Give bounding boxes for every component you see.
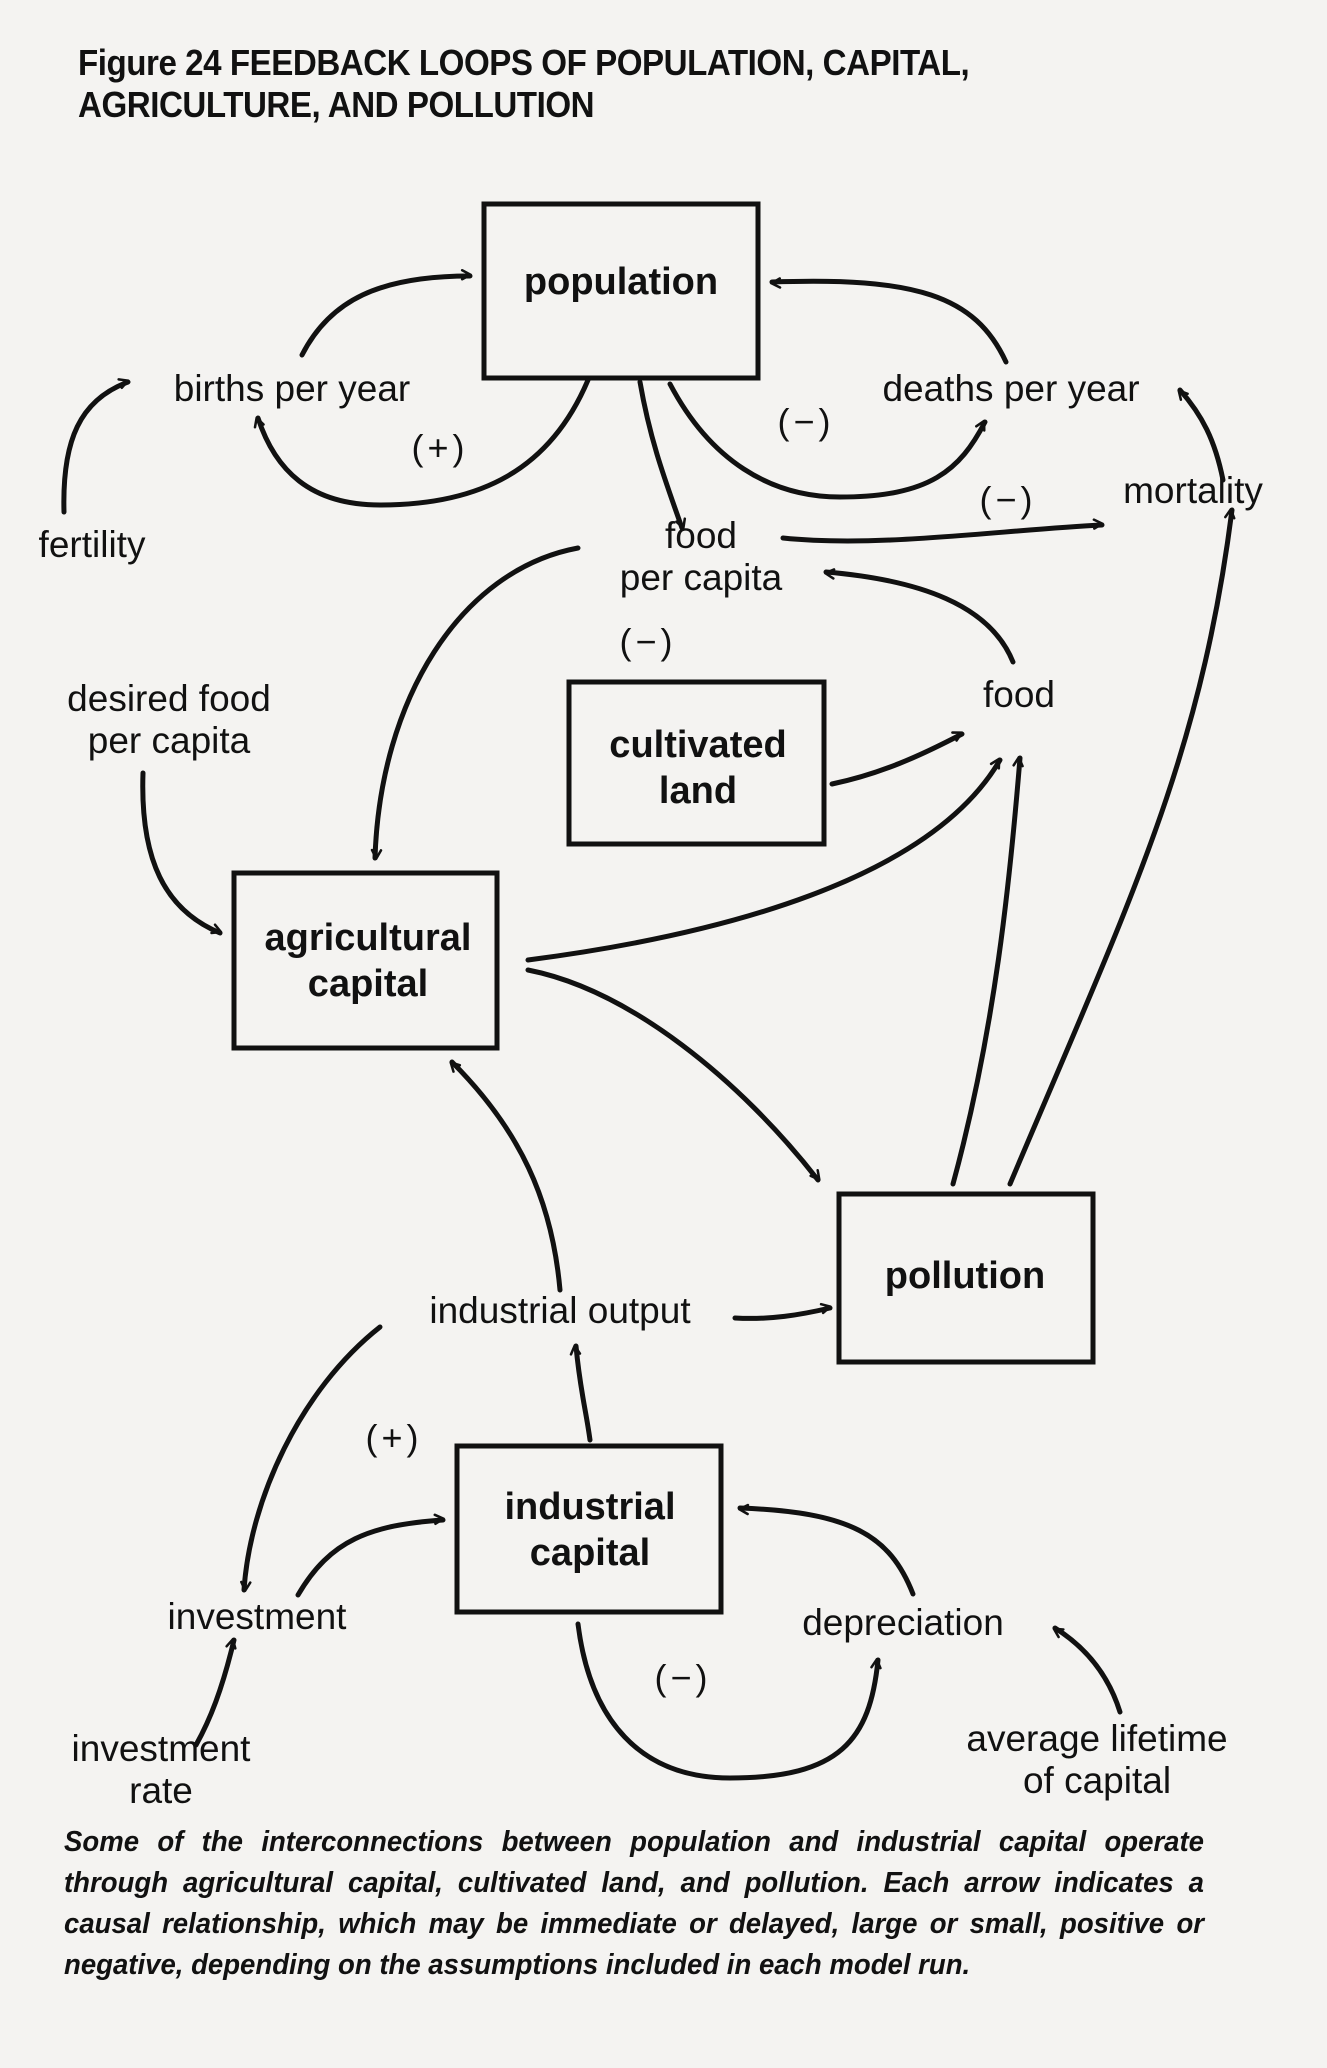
stock-agricultural-capital-line-1: agricultural bbox=[264, 917, 472, 959]
stock-cultivated-land-line-2: land bbox=[658, 770, 738, 812]
pollution-box bbox=[836, 1191, 1096, 1365]
arrow-investment-to-industrial-capital bbox=[295, 1513, 446, 1598]
figure-title-line-2: AGRICULTURE, AND POLLUTION bbox=[78, 84, 595, 125]
label-desired-food-per-capita: desired food per capita bbox=[67, 678, 271, 762]
stock-population-label: population bbox=[523, 261, 719, 303]
label-investment-rate-line-1: investment bbox=[71, 1728, 251, 1769]
arrow-population-to-deaths bbox=[667, 381, 988, 500]
label-investment-rate-line-2: rate bbox=[129, 1770, 193, 1811]
label-food-per-capita-line-1: food bbox=[664, 515, 737, 556]
stock-industrial-capital-line-2: capital bbox=[529, 1532, 651, 1574]
label-desired-food-line-2: per capita bbox=[87, 720, 251, 761]
label-depreciation: depreciation bbox=[802, 1602, 1004, 1643]
arrow-industrial-output-to-agricultural-capital bbox=[449, 1059, 563, 1293]
arrow-population-to-births bbox=[253, 377, 591, 508]
label-average-lifetime-of-capital: average lifetime of capital bbox=[966, 1718, 1227, 1802]
label-investment: investment bbox=[167, 1596, 347, 1637]
sign-deaths-loop: (−) bbox=[777, 401, 835, 442]
arrow-cultivated-land-to-food bbox=[829, 731, 965, 787]
stock-cultivated-land-line-1: cultivated bbox=[609, 724, 787, 766]
stock-population: population bbox=[524, 259, 718, 305]
arrow-industrial-output-to-investment bbox=[240, 1324, 383, 1593]
arrow-food-per-capita-to-mortality bbox=[780, 518, 1105, 544]
arrow-industrial-capital-to-depreciation bbox=[575, 1621, 882, 1781]
arrow-desired-food-to-agricultural-capital bbox=[140, 770, 223, 936]
stock-industrial-capital-line-1: industrial bbox=[504, 1486, 676, 1528]
arrow-lifetime-to-depreciation bbox=[1052, 1625, 1123, 1715]
sign-depreciation-loop: (−) bbox=[654, 1657, 712, 1698]
sign-food-mortality-loop: (−) bbox=[979, 479, 1037, 520]
label-food: food bbox=[982, 674, 1056, 715]
arrow-agricultural-capital-to-pollution bbox=[525, 967, 821, 1183]
arrow-industrial-capital-to-industrial-output bbox=[569, 1343, 593, 1443]
label-fertility: fertility bbox=[38, 524, 146, 565]
agricultural-capital-box bbox=[231, 870, 500, 1051]
stock-pollution: pollution bbox=[885, 1253, 1045, 1299]
arrow-pollution-to-food bbox=[950, 755, 1024, 1187]
arrow-fertility-to-births bbox=[61, 378, 131, 515]
label-mortality: mortality bbox=[1123, 470, 1263, 511]
stock-pollution-label: pollution bbox=[884, 1255, 1046, 1297]
label-food-per-capita-line-2: per capita bbox=[619, 557, 783, 598]
population-box bbox=[481, 201, 761, 381]
label-investment-rate: investment rate bbox=[72, 1728, 251, 1812]
arrow-pollution-to-mortality bbox=[1007, 507, 1236, 1187]
label-deaths-per-year: deaths per year bbox=[882, 368, 1140, 409]
figure-title-line-1: Figure 24 FEEDBACK LOOPS OF POPULATION, … bbox=[78, 42, 970, 83]
label-industrial-output: industrial output bbox=[429, 1290, 691, 1331]
sign-births-loop: (+) bbox=[411, 427, 469, 468]
figure-caption: Some of the interconnections between pop… bbox=[64, 1826, 1204, 1981]
stock-agricultural-capital: agricultural capital bbox=[265, 915, 472, 1007]
arrow-industrial-output-to-pollution bbox=[732, 1302, 833, 1321]
arrow-food-to-food-per-capita bbox=[823, 568, 1016, 665]
arrow-births-to-population bbox=[299, 269, 473, 358]
figure-title: Figure 24 FEEDBACK LOOPS OF POPULATION, … bbox=[78, 42, 970, 126]
label-desired-food-line-1: desired food bbox=[67, 678, 271, 719]
arrow-mortality-to-deaths bbox=[1177, 387, 1226, 483]
arrow-population-to-food-per-capita bbox=[637, 379, 687, 531]
sign-food-agriculture-loop: (−) bbox=[619, 621, 677, 662]
arrow-agricultural-capital-to-food bbox=[525, 757, 1003, 963]
arrow-deaths-to-population bbox=[769, 277, 1009, 365]
arrow-investment-rate-to-investment bbox=[193, 1637, 237, 1748]
stock-industrial-capital: industrial capital bbox=[504, 1484, 675, 1576]
sign-investment-loop: (+) bbox=[365, 1417, 423, 1458]
label-lifetime-line-2: of capital bbox=[1022, 1760, 1172, 1801]
cultivated-land-box bbox=[566, 679, 827, 847]
stock-cultivated-land: cultivated land bbox=[609, 722, 786, 814]
arrow-depreciation-to-industrial-capital bbox=[737, 1503, 916, 1597]
label-lifetime-line-1: average lifetime bbox=[966, 1718, 1228, 1759]
label-food-per-capita: food per capita bbox=[620, 515, 783, 599]
arrow-food-per-capita-to-agricultural-capital bbox=[370, 545, 581, 861]
stock-agricultural-capital-line-2: capital bbox=[307, 963, 429, 1005]
industrial-capital-box bbox=[454, 1443, 724, 1615]
label-births-per-year: births per year bbox=[173, 368, 411, 409]
